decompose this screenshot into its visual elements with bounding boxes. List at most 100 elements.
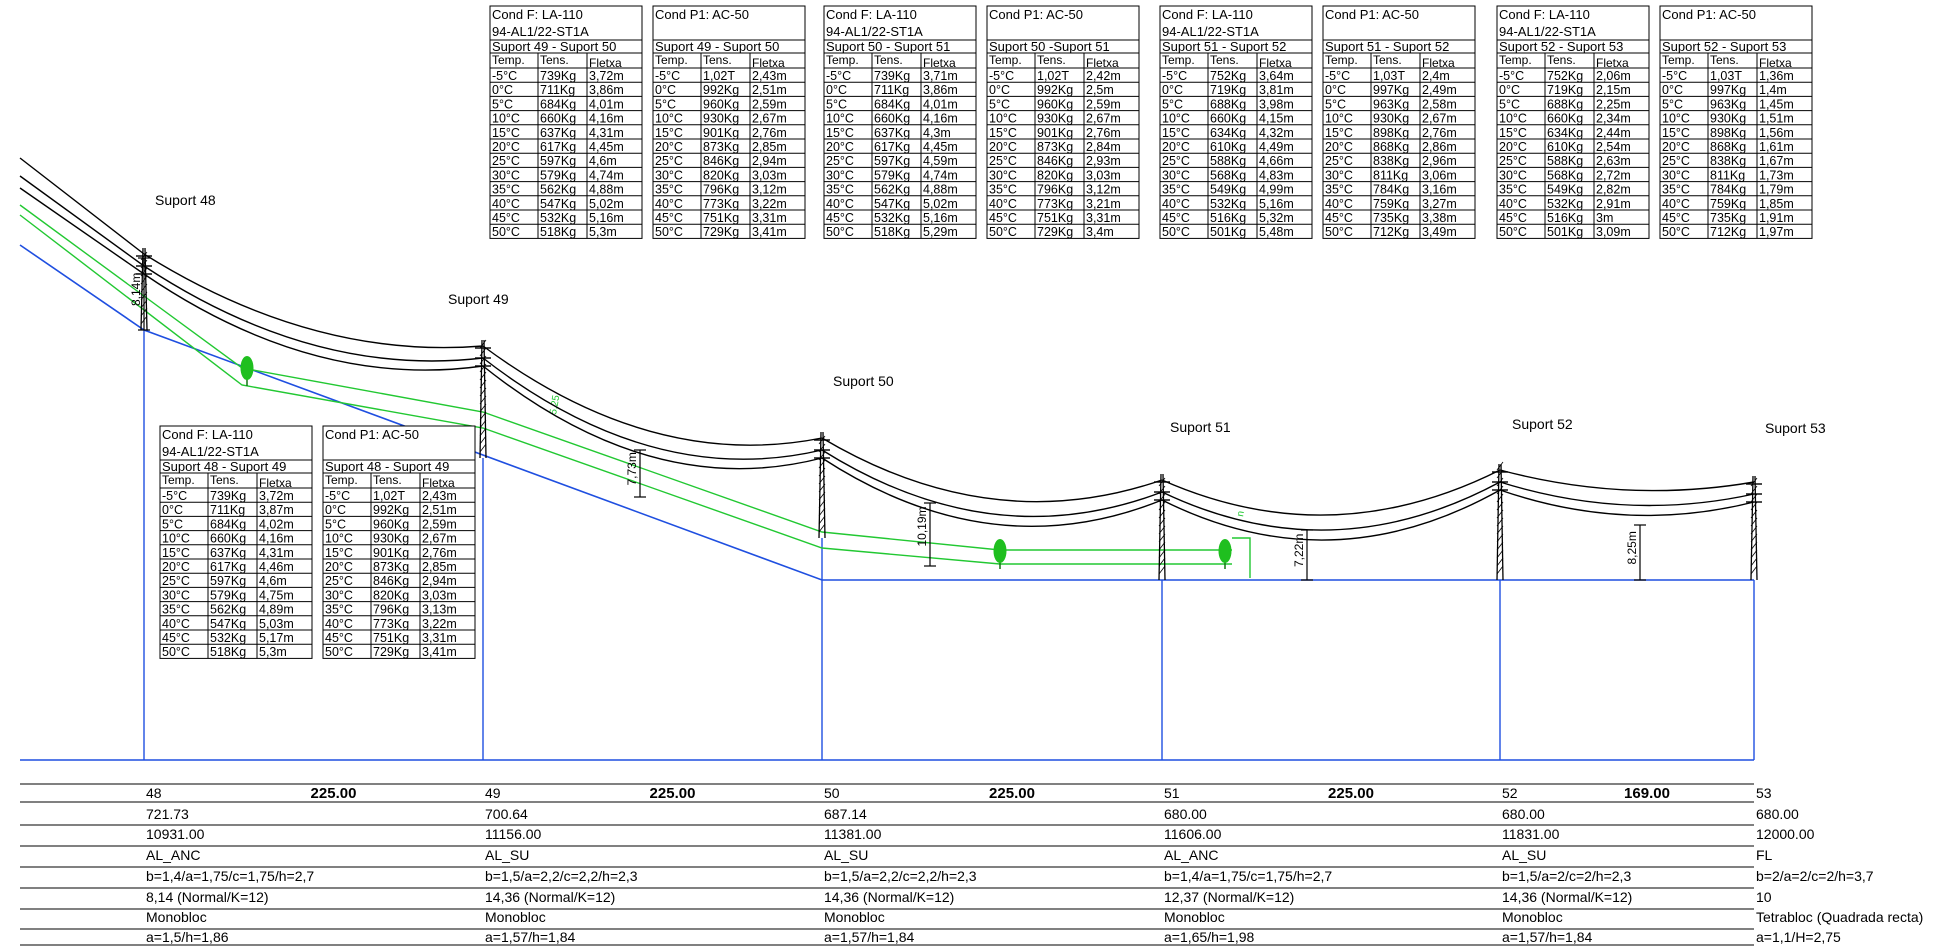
- cell-sag: 1,61m: [1759, 140, 1794, 154]
- cell-temp: 30°C: [162, 588, 190, 602]
- table-conductor-title: Cond P1: AC-50: [325, 427, 419, 442]
- grid-cell-height: 14,36 (Normal/K=12): [485, 889, 615, 905]
- table-frame: [159, 425, 313, 659]
- col-header-fletxa: Fletxa: [1759, 56, 1792, 70]
- cell-tension: 562Kg: [874, 183, 910, 197]
- cell-temp: 50°C: [492, 225, 520, 239]
- cell-tension: 963Kg: [1373, 97, 1409, 111]
- cell-temp: 20°C: [989, 140, 1017, 154]
- grid-cell-id: 48: [146, 785, 162, 801]
- cell-tension: 751Kg: [703, 211, 739, 225]
- cell-temp: 15°C: [492, 126, 520, 140]
- table-conductor-spec: 94-AL1/22-ST1A: [1499, 24, 1596, 39]
- col-header-fletxa: Fletxa: [589, 56, 622, 70]
- cell-sag: 2,59m: [752, 97, 787, 111]
- cell-sag: 2,67m: [422, 532, 457, 546]
- cell-temp: -5°C: [989, 69, 1014, 83]
- grid-cell-foundation: Monobloc: [1164, 909, 1225, 925]
- grid-cell-chainage: 11156.00: [485, 826, 542, 842]
- cell-tension: 597Kg: [540, 154, 576, 168]
- cell-tension: 547Kg: [874, 197, 910, 211]
- grid-cell-type: AL_SU: [824, 847, 868, 863]
- table-frame: [986, 5, 1140, 239]
- tower-lattice: [479, 371, 487, 381]
- grid-cell-dims: b=1,5/a=2/c=2/h=2,3: [1502, 868, 1631, 884]
- tower-lattice: [1496, 549, 1504, 559]
- cell-tension: 868Kg: [1373, 140, 1409, 154]
- table-conductor-title: Cond F: LA-110: [162, 427, 253, 442]
- cell-temp: 20°C: [655, 140, 683, 154]
- cell-sag: 2,85m: [422, 560, 457, 574]
- cell-temp: -5°C: [1662, 69, 1687, 83]
- cell-sag: 2,76m: [752, 126, 787, 140]
- tower-lattice: [1750, 501, 1758, 511]
- clearance-value: 10,19m: [915, 506, 929, 546]
- tower-51: [1154, 473, 1170, 581]
- cell-tension: 820Kg: [373, 588, 409, 602]
- cell-temp: 50°C: [655, 225, 683, 239]
- col-header-tens: Tens.: [540, 53, 569, 67]
- cell-tension: 634Kg: [1547, 126, 1583, 140]
- cell-tension: 610Kg: [1210, 140, 1246, 154]
- tree-crown: [993, 539, 1007, 563]
- grid-cell-dims: b=1,5/a=2,2/c=2,2/h=2,3: [824, 868, 977, 884]
- cell-tension: 568Kg: [1547, 168, 1583, 182]
- cell-sag: 3,64m: [1259, 69, 1294, 83]
- cell-sag: 5,16m: [589, 211, 624, 225]
- cell-tension: 684Kg: [210, 517, 246, 531]
- cell-temp: 50°C: [826, 225, 854, 239]
- cell-sag: 4,01m: [589, 97, 624, 111]
- cell-tension: 532Kg: [540, 211, 576, 225]
- cell-tension: 796Kg: [703, 183, 739, 197]
- cell-temp: 35°C: [492, 183, 520, 197]
- cell-sag: 4,89m: [259, 603, 294, 617]
- cell-sag: 3,12m: [1086, 183, 1121, 197]
- cell-tension: 930Kg: [703, 112, 739, 126]
- cell-sag: 4,66m: [1259, 154, 1294, 168]
- grid-cell-foundation: Monobloc: [146, 909, 207, 925]
- cell-tension: 930Kg: [1710, 112, 1746, 126]
- cell-sag: 3,87m: [259, 503, 294, 517]
- cell-sag: 4,16m: [589, 112, 624, 126]
- cell-tension: 898Kg: [1373, 126, 1409, 140]
- cell-temp: 30°C: [989, 168, 1017, 182]
- cell-tension: 820Kg: [703, 168, 739, 182]
- clearance-value: 8,14m: [129, 273, 143, 306]
- table-span-title: Suport 50 - Suport 51: [826, 39, 950, 54]
- cell-temp: 30°C: [1499, 168, 1527, 182]
- cell-tension: 610Kg: [1547, 140, 1583, 154]
- cell-temp: 20°C: [1499, 140, 1527, 154]
- span-distance: 169.00: [1624, 785, 1670, 802]
- tower-lattice: [1496, 533, 1504, 543]
- cell-sag: 4,49m: [1259, 140, 1294, 154]
- cell-temp: 30°C: [655, 168, 683, 182]
- col-header-tens: Tens.: [1710, 53, 1739, 67]
- table-span-title: Suport 48 - Suport 49: [325, 459, 449, 474]
- cell-sag: 2,94m: [422, 574, 457, 588]
- cell-tension: 820Kg: [1037, 168, 1073, 182]
- cell-temp: 25°C: [162, 574, 190, 588]
- cell-temp: 25°C: [826, 154, 854, 168]
- tower-49: [475, 339, 491, 459]
- tower-lattice: [818, 507, 826, 517]
- cell-temp: 25°C: [989, 154, 1017, 168]
- conductor-wire: [482, 365, 823, 470]
- tower-lattice: [1750, 549, 1758, 559]
- conductor-wire: [143, 265, 484, 362]
- support-towers: [136, 247, 1762, 581]
- cell-tension: 568Kg: [1210, 168, 1246, 182]
- cell-temp: 35°C: [325, 603, 353, 617]
- cell-sag: 2,67m: [1422, 112, 1457, 126]
- table-conductor-spec: 94-AL1/22-ST1A: [1162, 24, 1259, 39]
- cell-tension: 773Kg: [703, 197, 739, 211]
- cell-tension: 660Kg: [540, 112, 576, 126]
- cell-tension: 729Kg: [1037, 225, 1073, 239]
- cell-tension: 873Kg: [373, 560, 409, 574]
- cell-sag: 4,59m: [923, 154, 958, 168]
- cell-tension: 516Kg: [1547, 211, 1583, 225]
- col-header-temp: Temp.: [492, 53, 525, 67]
